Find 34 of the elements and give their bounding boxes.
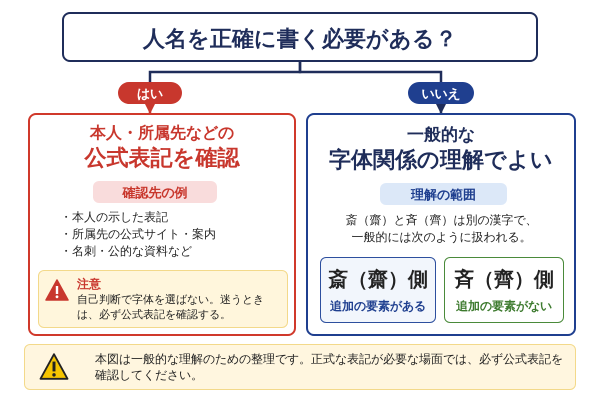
arrow [145, 104, 155, 114]
note-text: 本図は一般的な理解のための整理です。正式な表記が必要な場面では、必ず公式表記を確認してください。 [95, 351, 564, 383]
caution-title: 注意 [77, 276, 101, 293]
example-item: ・所属先の公式サイト・案内 [60, 226, 216, 243]
variant-note: 追加の要素がない [455, 298, 553, 315]
variant-title: 斎（齋）側 [327, 266, 429, 293]
question-box [62, 12, 538, 62]
variant-box [444, 257, 564, 323]
result-panel [306, 113, 576, 336]
caution-box [38, 270, 288, 328]
example-item: ・本人の示した表記 [60, 209, 169, 226]
result-panel [28, 113, 296, 336]
tag-text: 確認先の例 [121, 185, 188, 202]
section-tag [93, 181, 217, 203]
no-pill [408, 82, 474, 104]
example-item: ・名刺・公的な資料など [60, 243, 193, 260]
tag-text: 理解の範囲 [410, 187, 477, 204]
caution-text: 自己判断で字体を選ばない。迷うときは、必ず公式表記を確認する。 [77, 292, 265, 322]
panel-heading: 公式表記を確認 [83, 145, 241, 173]
variant-note: 追加の要素がある [329, 298, 427, 315]
panel-heading: 字体関係の理解でよい [328, 146, 554, 175]
yes-pill [118, 82, 182, 104]
no-label: いいえ [420, 86, 462, 103]
panel-heading: 本人・所属先などの [88, 123, 235, 144]
variant-title: 斉（齊）側 [453, 266, 555, 293]
yes-label: はい [136, 86, 164, 103]
section-tag [380, 183, 507, 205]
description-text: 斎（齋）と斉（齊）は別の漢字で、一般的には次のように扱われる。 [344, 212, 538, 246]
arrow [436, 104, 446, 114]
panel-heading: 一般的な [406, 124, 476, 146]
question-text: 人名を正確に書く必要がある？ [142, 26, 458, 54]
variant-box [320, 257, 436, 323]
note-box [24, 344, 576, 390]
connector-line [298, 62, 442, 82]
